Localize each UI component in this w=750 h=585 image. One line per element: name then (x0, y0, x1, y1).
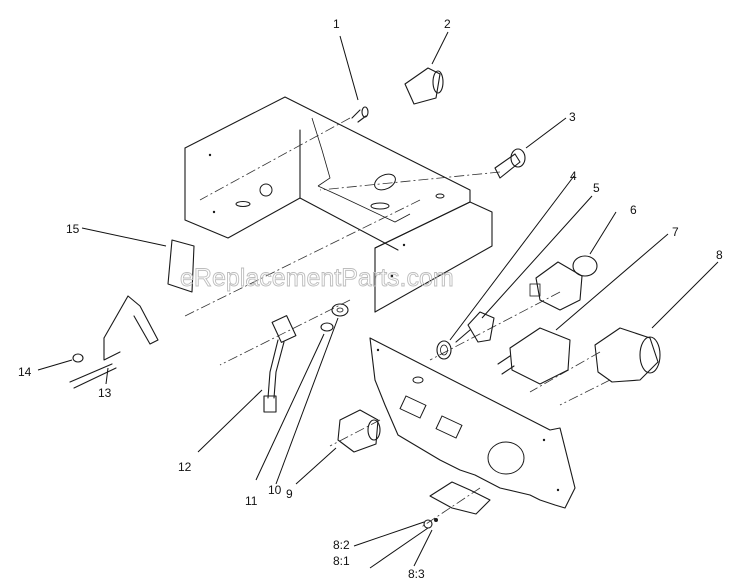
callout-13: 13 (98, 386, 112, 400)
callout-12: 12 (178, 460, 192, 474)
callout-leaders (37, 31, 719, 569)
part-1-screw (351, 106, 369, 123)
part-5-ignition-switch (436, 340, 452, 360)
part-10-washer (331, 303, 349, 317)
callout-8-2: 8:2 (333, 538, 350, 552)
callout-10: 10 (268, 483, 282, 497)
callout-4: 4 (570, 169, 577, 183)
part-15-plate (167, 239, 195, 293)
callout-11: 11 (245, 494, 258, 508)
part-2-knob (404, 67, 444, 105)
callout-1: 1 (333, 17, 340, 31)
callout-2: 2 (444, 17, 451, 31)
callout-14: 14 (18, 365, 32, 379)
part-14-nut (72, 353, 84, 363)
part-6-switch (529, 255, 598, 311)
callout-8: 8 (716, 248, 723, 262)
part-8-light-housing (594, 327, 661, 383)
lower-control-panel (369, 337, 576, 509)
part-8-sub-fasteners (423, 481, 491, 529)
callout-15: 15 (66, 222, 80, 236)
callout-numbers: 1 2 3 4 5 6 7 8 9 10 11 12 13 14 15 8:1 … (18, 17, 723, 581)
callout-8-3: 8:3 (408, 567, 425, 581)
part-4-key (455, 311, 495, 343)
callout-8-1: 8:1 (333, 554, 350, 568)
assembly-centerlines (184, 117, 611, 529)
callout-3: 3 (569, 110, 576, 124)
part-7-rocker-switch (497, 327, 571, 385)
callout-7: 7 (672, 225, 679, 239)
callout-5: 5 (593, 181, 600, 195)
part-3-bushing (494, 148, 526, 179)
part-11-washer (320, 322, 334, 332)
callout-9: 9 (286, 487, 293, 501)
upper-frame-bracket (184, 96, 493, 313)
part-9-knob (337, 409, 381, 453)
part-13-bracket (69, 295, 159, 389)
part-12-wire-harness (263, 315, 297, 413)
watermark-text: eReplacementParts.com (180, 264, 454, 292)
callout-6: 6 (630, 203, 637, 217)
